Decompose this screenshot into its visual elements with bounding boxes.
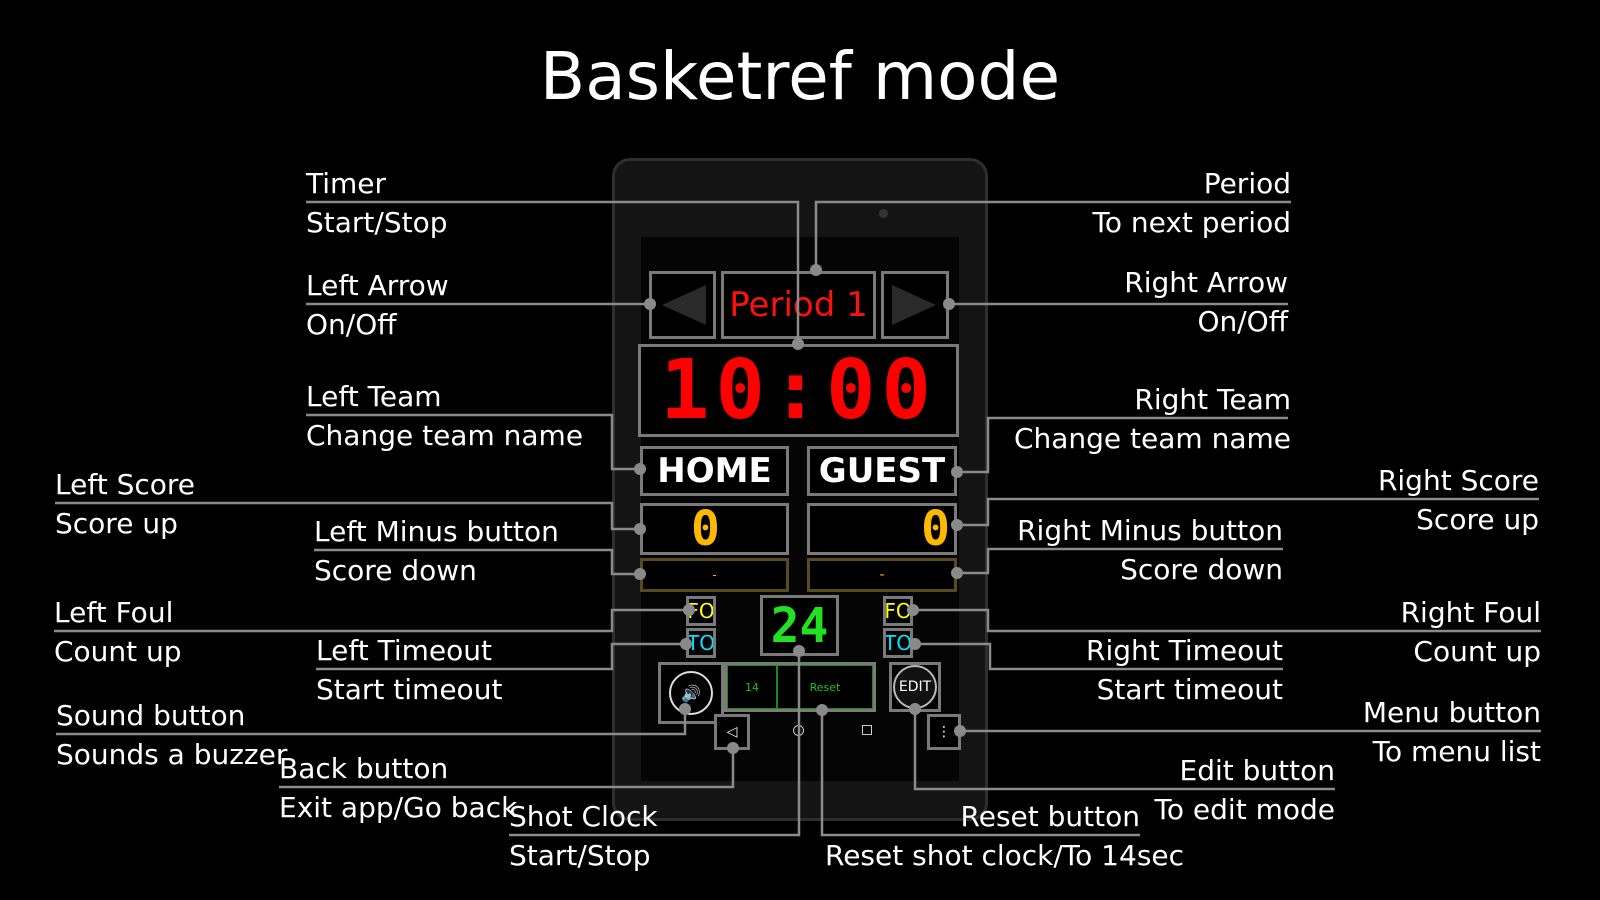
shot-clock-label: Shot Clock [509, 800, 658, 833]
sound-desc: Sounds a buzzer [56, 738, 288, 771]
more-vert-icon: ⋮ [937, 724, 951, 740]
shot-clock[interactable]: 24 [760, 595, 839, 656]
right-arrow-label: Right Arrow [1124, 266, 1288, 299]
left-minus-desc: Score down [314, 554, 477, 587]
recents-nav-icon[interactable] [862, 725, 872, 735]
left-team-desc: Change team name [306, 419, 584, 452]
left-arrow-desc: On/Off [306, 308, 397, 341]
left-arrow-label: Left Arrow [306, 269, 449, 302]
left-minus-label: Left Minus button [314, 515, 559, 548]
left-arrow-icon [661, 285, 706, 325]
reset-desc: Reset shot clock/To 14sec [825, 839, 1185, 872]
home-minus-button[interactable]: - [640, 558, 789, 592]
right-minus-label: Right Minus button [1017, 514, 1283, 547]
period-label: Period [1203, 167, 1291, 200]
reset-label: Reset button [960, 800, 1140, 833]
right-team-desc: Change team name [1013, 422, 1291, 455]
right-foul-desc: Count up [1413, 635, 1541, 668]
right-foul-label: Right Foul [1400, 596, 1541, 629]
left-score-label: Left Score [55, 468, 195, 501]
shot-clock-desc: Start/Stop [509, 839, 651, 872]
right-minus-desc: Score down [1120, 553, 1283, 586]
home-score[interactable]: 0 [640, 501, 789, 557]
right-timeout-desc: Start timeout [1096, 673, 1283, 706]
back-icon: ◁ [726, 724, 738, 740]
sound-label: Sound button [56, 699, 246, 732]
menu-button[interactable]: ⋮ [927, 714, 961, 750]
edit-desc: To edit mode [1154, 793, 1335, 826]
left-team-label: Left Team [306, 380, 442, 413]
right-score-desc: Score up [1416, 503, 1539, 536]
guest-minus-button[interactable]: - [807, 558, 957, 592]
right-timeout-label: Right Timeout [1085, 634, 1283, 667]
right-arrow-button[interactable] [881, 271, 949, 339]
back-desc: Exit app/Go back [279, 791, 518, 824]
left-foul-desc: Count up [54, 635, 182, 668]
left-timeout-label: Left Timeout [316, 634, 492, 667]
edit-label: Edit button [1179, 754, 1335, 787]
menu-desc: To menu list [1372, 735, 1541, 768]
game-timer[interactable]: 10:00 [638, 343, 959, 438]
timer-desc: Start/Stop [306, 206, 448, 239]
speaker-icon: 🔊 [669, 671, 713, 715]
period-desc: To next period [1092, 206, 1291, 239]
edit-button-frame: EDIT [889, 662, 941, 712]
camera-icon [879, 209, 888, 218]
home-foul-button[interactable]: FO [686, 596, 716, 626]
right-score-label: Right Score [1377, 464, 1539, 497]
left-foul-label: Left Foul [54, 596, 174, 629]
sound-button[interactable]: 🔊 [658, 662, 724, 724]
left-score-desc: Score up [55, 507, 178, 540]
home-timeout-button[interactable]: TO [686, 628, 716, 658]
left-timeout-desc: Start timeout [316, 673, 503, 706]
right-team-label: Right Team [1134, 383, 1291, 416]
right-arrow-icon [892, 285, 936, 325]
right-arrow-desc: On/Off [1197, 305, 1288, 338]
guest-score[interactable]: 0 [807, 501, 957, 557]
timer-label: Timer [306, 167, 387, 200]
home-team-name[interactable]: HOME [640, 446, 789, 496]
menu-label: Menu button [1362, 696, 1541, 729]
page-title: Basketref mode [539, 38, 1061, 115]
back-label: Back button [279, 752, 449, 785]
shot-14-button[interactable]: 14 [727, 665, 777, 709]
